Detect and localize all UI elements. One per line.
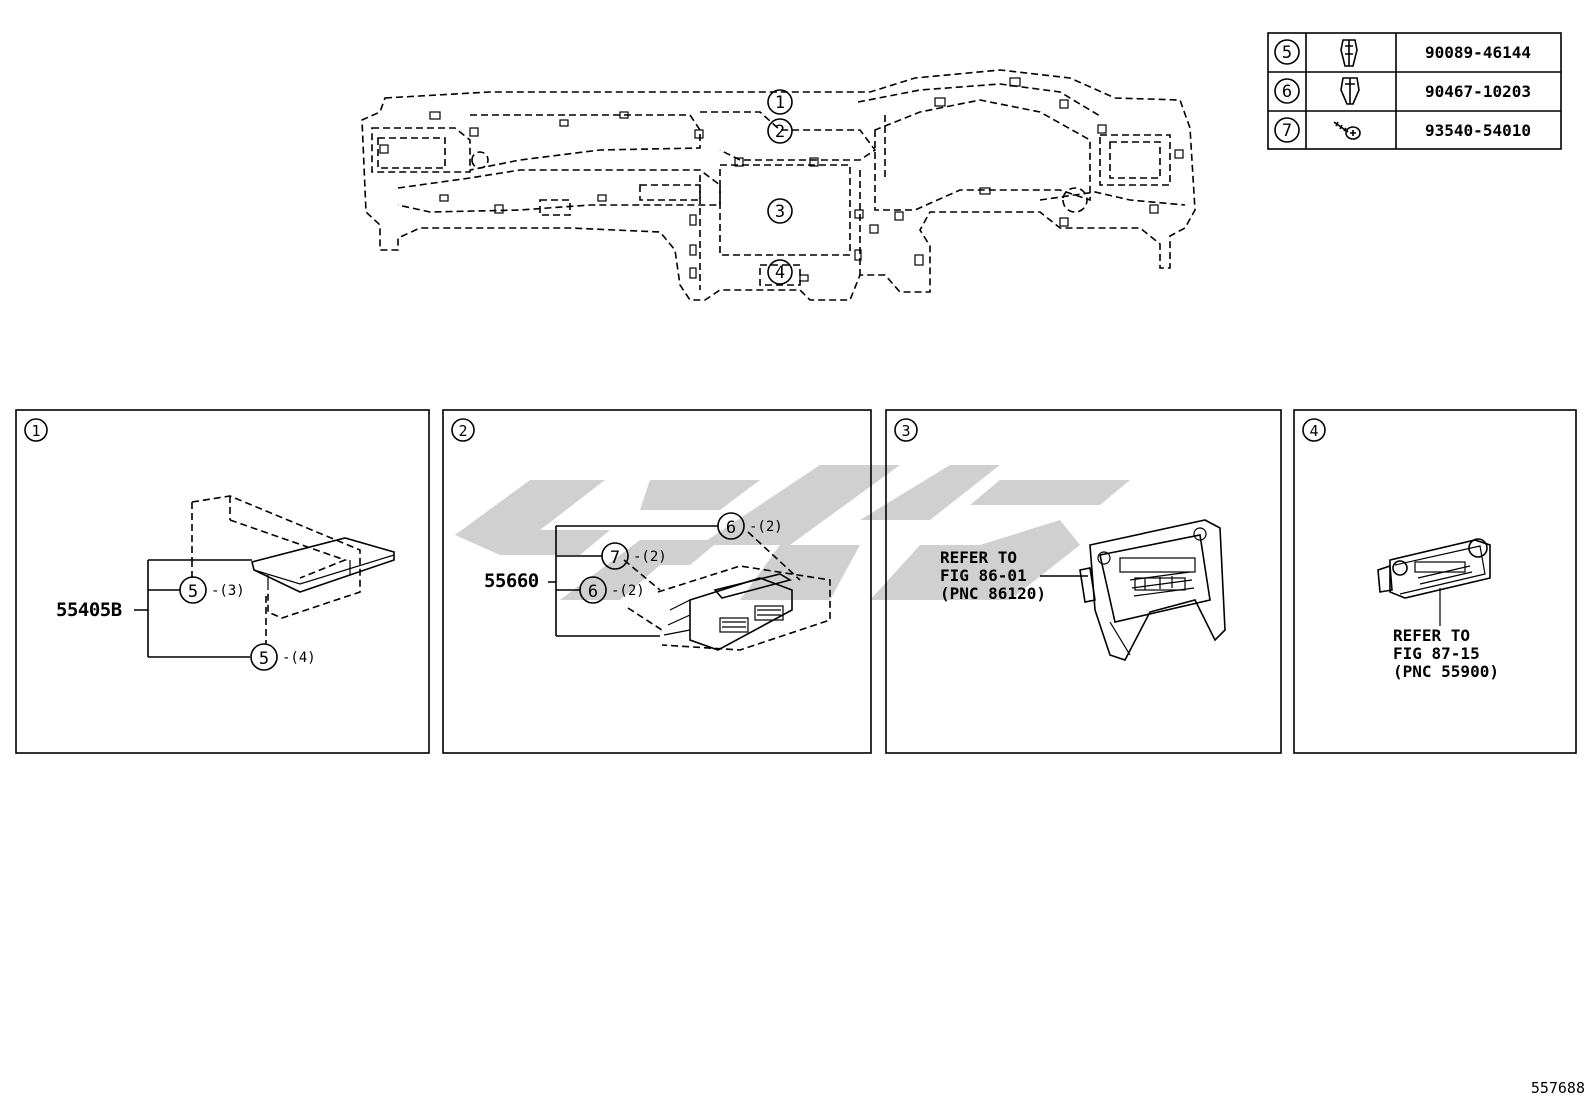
panel-number: 3 [901, 422, 910, 440]
callout-qty: -(2) [749, 519, 783, 535]
refer-note-line: (PNC 86120) [940, 584, 1046, 603]
panel-number: 2 [458, 422, 467, 440]
fastener-part-number: 90467-10203 [1425, 82, 1531, 101]
fastener-row: 6 90467-10203 [1274, 77, 1531, 105]
fastener-callout: 7 -(2) [601, 542, 667, 570]
fastener-callout: 5 -(3) [179, 576, 245, 604]
fastener-ref: 6 [1282, 82, 1292, 102]
part-number-label: 55405B [56, 599, 122, 621]
audio-panel-drawing [1079, 519, 1226, 661]
overview-callout-label: 4 [775, 263, 785, 283]
callout-qty: -(2) [611, 583, 645, 599]
detail-panel-3: 3 REFER TO FIG 86-01 (PNC 86120) [885, 409, 1282, 754]
callout-ref: 5 [259, 649, 269, 669]
climate-control-drawing [1377, 538, 1491, 626]
refer-note-line: FIG 87-15 [1393, 644, 1480, 663]
overview-callout-label: 1 [775, 93, 785, 113]
callout-qty: -(4) [282, 650, 316, 666]
callout-qty: -(3) [211, 583, 245, 599]
detail-panel-4: 4 REFER TO FIG 87-15 (PNC 55900) [1293, 409, 1577, 754]
callout-ref: 7 [610, 548, 620, 568]
callout-ref: 6 [588, 582, 598, 602]
detail-panel-1: 1 55405B 5 -(3) 5 -(4) [15, 409, 430, 754]
refer-note-line: REFER TO [1393, 626, 1470, 645]
callout-ref: 5 [188, 582, 198, 602]
cover-part-drawing [191, 495, 395, 619]
callout-qty: -(2) [633, 549, 667, 565]
fastener-callout: 6 -(2) [579, 576, 645, 604]
refer-note-line: REFER TO [940, 548, 1017, 567]
fastener-callout: 6 -(2) [717, 512, 783, 540]
overview-callout-3: 3 [767, 198, 793, 224]
dashboard-overview: 1 2 3 4 [361, 69, 1196, 301]
panel-number: 4 [1309, 422, 1318, 440]
fastener-row: 5 90089-46144 [1274, 39, 1531, 67]
part-number-label: 55660 [484, 570, 539, 592]
refer-note-line: (PNC 55900) [1393, 662, 1499, 681]
vent-part-drawing [623, 531, 831, 651]
fastener-part-number: 90089-46144 [1425, 43, 1531, 62]
overview-callout-2: 2 [767, 118, 793, 144]
fastener-ref: 5 [1282, 43, 1292, 63]
overview-callout-label: 3 [775, 202, 785, 222]
fastener-part-number: 93540-54010 [1425, 121, 1531, 140]
overview-callout-1: 1 [767, 89, 793, 115]
fastener-table: 5 90089-46144 6 90467-10203 7 [1267, 32, 1562, 150]
fastener-callout: 5 -(4) [250, 643, 316, 671]
watermark-logo [455, 465, 1130, 600]
figure-number: 557688 [1531, 1079, 1585, 1097]
panel-number: 1 [31, 422, 40, 440]
screw-icon [1333, 121, 1361, 140]
overview-callout-label: 2 [775, 122, 785, 142]
detail-panel-2: 2 55660 6 -(2) 7 -(2) 6 -(2) [442, 409, 872, 754]
overview-callout-4: 4 [767, 259, 793, 285]
fastener-row: 7 93540-54010 [1274, 117, 1531, 143]
clip-icon [1340, 77, 1360, 105]
callout-ref: 6 [726, 518, 736, 538]
refer-note-line: FIG 86-01 [940, 566, 1027, 585]
clip-icon [1340, 39, 1358, 67]
fastener-ref: 7 [1282, 121, 1292, 141]
